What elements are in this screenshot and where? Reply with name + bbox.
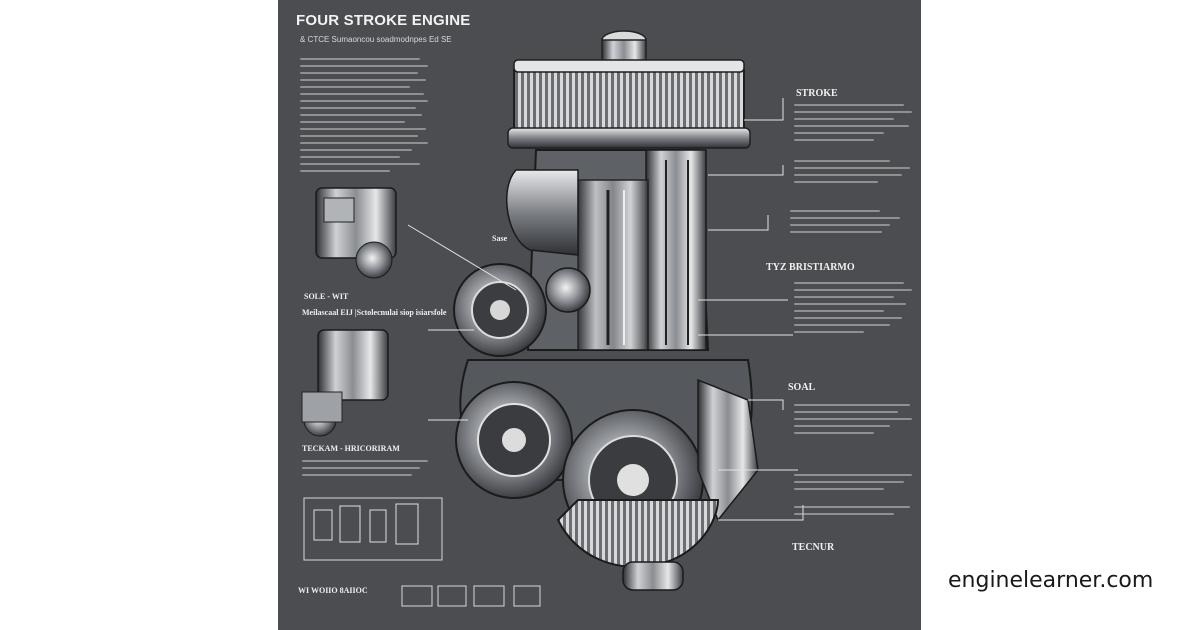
label-stroke: STROKE bbox=[796, 88, 838, 99]
label-meilascaal: Meilascaal EIJ |Sctolecnulai siop isiars… bbox=[302, 308, 447, 317]
label-soal: SOAL bbox=[788, 382, 816, 393]
left-description-text bbox=[300, 58, 430, 177]
callout-text-6 bbox=[794, 474, 914, 495]
label-sole-wit: SOLE - WIT bbox=[304, 292, 349, 301]
label-tyz: TYZ BRISTIARMO bbox=[766, 262, 855, 273]
label-center: Sase bbox=[492, 234, 508, 243]
turbo-housing bbox=[453, 263, 591, 357]
callout-text-5 bbox=[794, 404, 914, 439]
crankcase bbox=[455, 359, 759, 551]
callout-leader-lines bbox=[407, 98, 804, 521]
callout-text-2 bbox=[794, 160, 914, 188]
callout-text-1 bbox=[794, 104, 914, 146]
poster-title: FOUR STROKE ENGINE bbox=[296, 12, 471, 29]
callout-text-4 bbox=[794, 282, 914, 338]
engine-illustration bbox=[301, 30, 804, 607]
schematic-panel bbox=[303, 497, 541, 607]
inset-engine-2 bbox=[301, 329, 389, 437]
engine-diagram-poster: FOUR STROKE ENGINE & CTCE Sumaoncou soad… bbox=[278, 0, 921, 630]
oil-pan bbox=[556, 499, 720, 591]
callout-text-3 bbox=[790, 210, 910, 238]
poster-subtitle: & CTCE Sumaoncou soadmodnpes Ed SE bbox=[300, 35, 452, 44]
label-teckam: TECKAM - HRICORIRAM bbox=[302, 444, 400, 453]
air-filter-housing bbox=[507, 30, 751, 149]
label-tecnur: TECNUR bbox=[792, 542, 835, 553]
left-lower-text bbox=[302, 460, 432, 481]
site-watermark: enginelearner.com bbox=[948, 568, 1154, 593]
label-bottom-left: WI WOIIO 8AIIOC bbox=[298, 586, 368, 595]
inset-engine-1 bbox=[315, 187, 397, 279]
callout-text-7 bbox=[794, 506, 914, 520]
